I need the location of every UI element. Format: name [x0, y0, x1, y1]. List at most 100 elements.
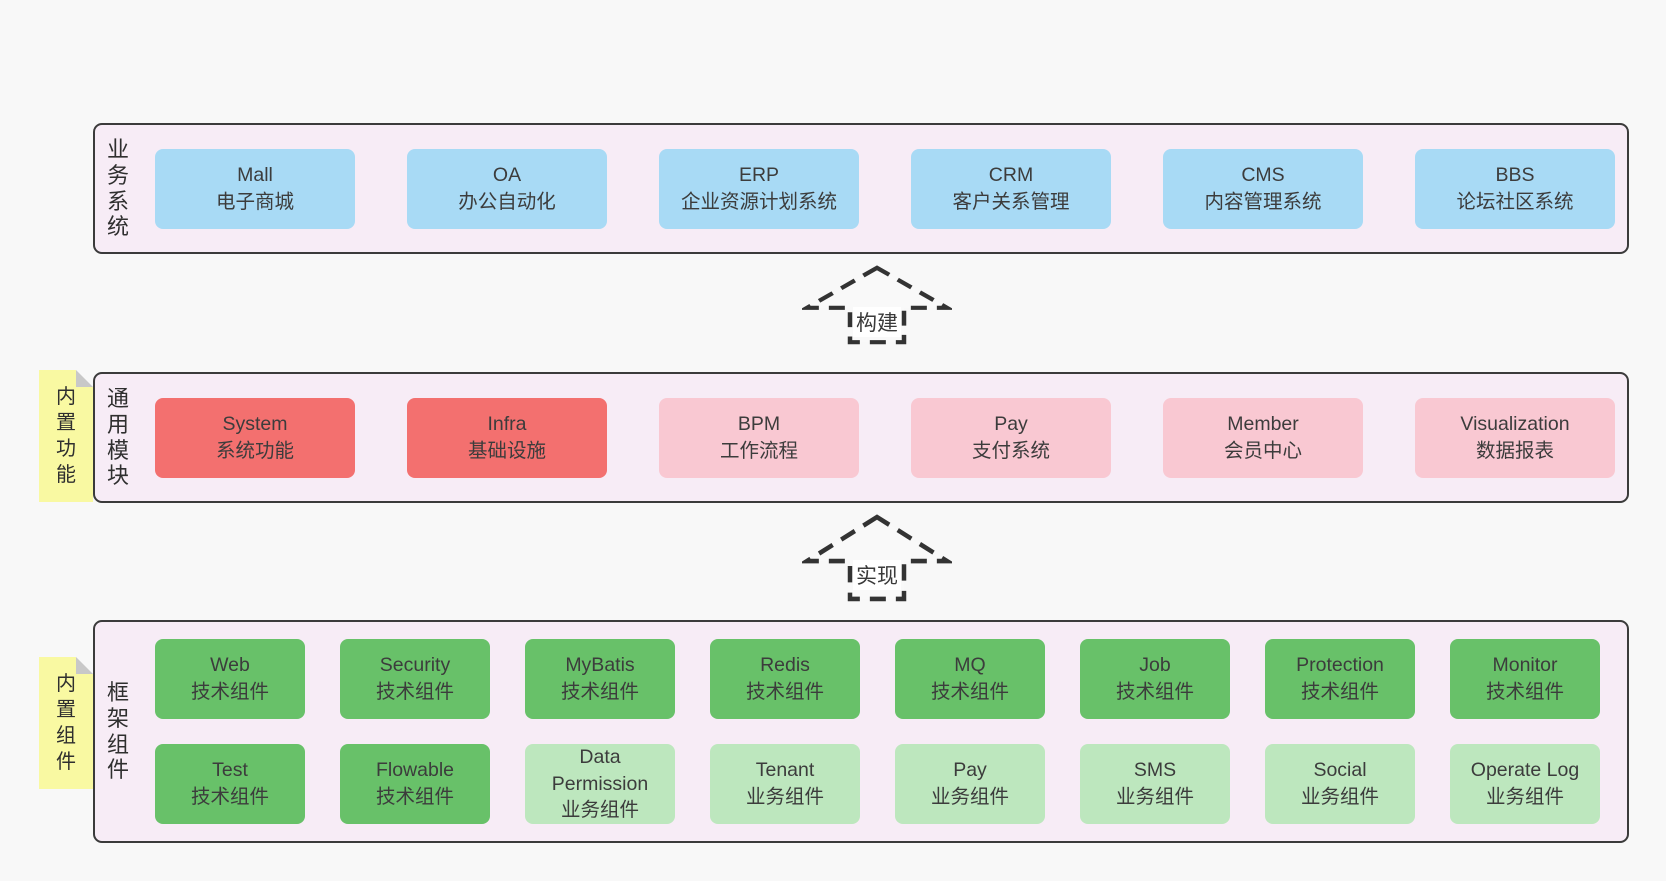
box-subtitle: 技术组件	[1300, 681, 1379, 703]
box-subtitle: 会员中心	[1223, 439, 1302, 462]
box-cms: CMS 内容管理系统	[1163, 148, 1363, 229]
box-title: Job	[1139, 654, 1171, 677]
module-panel-label: 通 用 模 块	[106, 386, 129, 489]
box-mall: Mall 电子商城	[155, 148, 355, 229]
box-visualization: Visualization 数据报表	[1415, 397, 1615, 478]
box-subtitle: 技术组件	[745, 681, 824, 703]
folded-corner-icon	[76, 657, 93, 674]
box-subtitle: 论坛社区系统	[1456, 190, 1574, 213]
box-crm: CRM 客户关系管理	[911, 148, 1111, 229]
box-flowable: Flowable 技术组件	[340, 744, 490, 824]
sticky-label: 内 置 功 能	[56, 386, 76, 486]
box-job: Job 技术组件	[1080, 639, 1230, 719]
component-row-1: Web 技术组件 Security 技术组件 MyBatis 技术组件 Redi…	[155, 639, 1613, 719]
box-title: Web	[210, 654, 250, 677]
box-subtitle: 支付系统	[971, 439, 1050, 462]
box-title: Tenant	[755, 759, 815, 782]
box-subtitle: 技术组件	[930, 681, 1009, 703]
box-title: Pay	[953, 759, 987, 782]
box-operate-log: Operate Log 业务组件	[1450, 744, 1600, 824]
box-subtitle: 企业资源计划系统	[680, 190, 837, 213]
up-arrow-shape	[802, 514, 952, 602]
build-arrow-label: 构建	[853, 306, 901, 337]
box-test: Test 技术组件	[155, 744, 305, 824]
box-sms: SMS 业务组件	[1080, 744, 1230, 824]
module-box-row: System 系统功能 Infra 基础设施 BPM 工作流程 Pay 支付系统…	[141, 374, 1629, 501]
box-subtitle: 技术组件	[190, 786, 269, 808]
box-monitor: Monitor 技术组件	[1450, 639, 1600, 719]
box-title: BPM	[737, 412, 781, 435]
box-title: Social	[1313, 759, 1367, 782]
box-subtitle: 业务组件	[930, 786, 1009, 808]
box-bbs: BBS 论坛社区系统	[1415, 148, 1615, 229]
box-title: Mall	[237, 163, 273, 186]
box-title: Monitor	[1492, 654, 1558, 677]
sticky-built-in-components: 内 置 组 件	[39, 657, 93, 789]
up-arrow-shape	[802, 265, 952, 345]
box-subtitle: 内容管理系统	[1204, 190, 1322, 213]
box-web: Web 技术组件	[155, 639, 305, 719]
business-systems-panel: 业 务 系 统 Mall 电子商城 OA 办公自动化 ERP 企业资源计划系统 …	[93, 123, 1629, 254]
box-subtitle: 电子商城	[215, 190, 294, 213]
box-protection: Protection 技术组件	[1265, 639, 1415, 719]
component-panel-label: 框 架 组 件	[106, 680, 129, 783]
box-title: Security	[379, 654, 451, 677]
box-subtitle: 业务组件	[1300, 786, 1379, 808]
box-subtitle: 基础设施	[467, 439, 546, 462]
box-member: Member 会员中心	[1163, 397, 1363, 478]
box-title: Infra	[487, 412, 527, 435]
box-title: OA	[492, 163, 522, 186]
box-title: Member	[1227, 412, 1299, 435]
framework-components-panel: 框 架 组 件 Web 技术组件 Security 技术组件 MyBatis 技…	[93, 620, 1629, 843]
business-box-row: Mall 电子商城 OA 办公自动化 ERP 企业资源计划系统 CRM 客户关系…	[141, 125, 1629, 252]
box-title: MyBatis	[565, 654, 635, 677]
box-subtitle: 技术组件	[560, 681, 639, 703]
box-title: CRM	[988, 163, 1034, 186]
box-title: CMS	[1241, 163, 1285, 186]
build-arrow: 构建	[802, 265, 952, 345]
box-subtitle: 客户关系管理	[952, 190, 1070, 213]
box-subtitle: 技术组件	[375, 786, 454, 808]
box-bpm: BPM 工作流程	[659, 397, 859, 478]
box-system: System 系统功能	[155, 397, 355, 478]
up-arrow-icon	[802, 514, 952, 602]
folded-corner-icon	[76, 370, 93, 387]
box-security: Security 技术组件	[340, 639, 490, 719]
box-subtitle: 技术组件	[190, 681, 269, 703]
box-title: Pay	[994, 412, 1028, 435]
box-pay: Pay 支付系统	[911, 397, 1111, 478]
implement-arrow: 实现	[802, 514, 952, 602]
box-mq: MQ 技术组件	[895, 639, 1045, 719]
box-subtitle: 业务组件	[745, 786, 824, 808]
box-title: SMS	[1133, 759, 1177, 782]
box-subtitle: 技术组件	[1485, 681, 1564, 703]
up-arrow-icon	[802, 265, 952, 345]
common-modules-panel: 通 用 模 块 System 系统功能 Infra 基础设施 BPM 工作流程 …	[93, 372, 1629, 503]
box-title: System	[222, 412, 288, 435]
box-redis: Redis 技术组件	[710, 639, 860, 719]
box-title: Flowable	[375, 759, 455, 782]
sticky-built-in-features: 内 置 功 能	[39, 370, 93, 502]
box-erp: ERP 企业资源计划系统	[659, 148, 859, 229]
box-subtitle: 办公自动化	[458, 190, 556, 213]
box-title: ERP	[738, 163, 780, 186]
box-title: Visualization	[1460, 412, 1570, 435]
box-title: MQ	[954, 654, 986, 677]
box-title: Data Permission	[551, 746, 649, 795]
box-subtitle: 工作流程	[719, 439, 798, 462]
box-tenant: Tenant 业务组件	[710, 744, 860, 824]
box-infra: Infra 基础设施	[407, 397, 607, 478]
box-mybatis: MyBatis 技术组件	[525, 639, 675, 719]
box-title: BBS	[1495, 163, 1535, 186]
box-data-permission: Data Permission 业务组件	[525, 744, 675, 824]
business-panel-label: 业 务 系 统	[106, 137, 129, 240]
box-subtitle: 数据报表	[1475, 439, 1554, 462]
sticky-label: 内 置 组 件	[56, 673, 76, 773]
implement-arrow-label: 实现	[853, 559, 901, 590]
box-oa: OA 办公自动化	[407, 148, 607, 229]
box-subtitle: 技术组件	[1115, 681, 1194, 703]
box-social: Social 业务组件	[1265, 744, 1415, 824]
box-title: Redis	[760, 654, 810, 677]
box-subtitle: 业务组件	[1485, 786, 1564, 808]
